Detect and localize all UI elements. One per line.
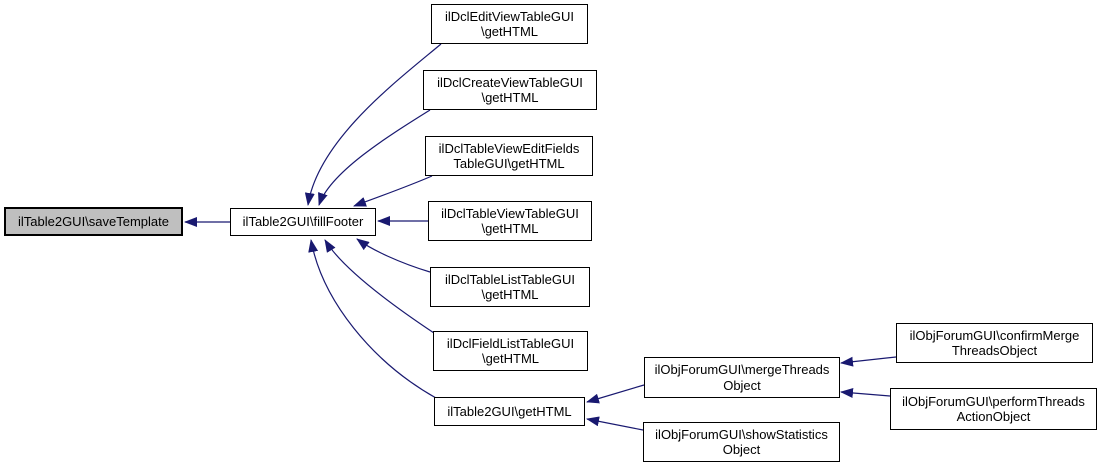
node-label-line2: TableGUI\getHTML [453, 156, 565, 171]
node-label: ilTable2GUI\getHTML [447, 403, 572, 419]
edge-performthreads-to-mergethreads [840, 387, 891, 398]
node-label-line2: ActionObject [956, 409, 1031, 424]
node-dcltablevieweditfieldstablegui-gethtml[interactable]: ilDclTableViewEditFields TableGUI\getHTM… [425, 136, 593, 176]
edge-mergethreads-to-gethtml [586, 384, 645, 404]
node-label-line2: \getHTML [480, 24, 539, 39]
edge-showstatistics-to-gethtml [586, 416, 644, 431]
edge-tablelist-to-fillfooter [356, 238, 431, 273]
node-label-line2: \getHTML [481, 287, 539, 302]
node-dcltableviewtablegui-gethtml[interactable]: ilDclTableViewTableGUI \getHTML [428, 201, 592, 241]
node-objforumgui-mergethreadsobject[interactable]: ilObjForumGUI\mergeThreads Object [644, 357, 840, 398]
node-objforumgui-performthreadsactionobject[interactable]: ilObjForumGUI\performThreads ActionObjec… [890, 388, 1097, 430]
node-dclcreateviewtablegui-gethtml[interactable]: ilDclCreateViewTableGUI \getHTML [423, 70, 597, 110]
node-label-line1: ilDclTableViewTableGUI [441, 205, 579, 221]
node-table2gui-gethtml[interactable]: ilTable2GUI\getHTML [434, 397, 585, 426]
edge-fieldlist-to-fillfooter [324, 239, 435, 334]
node-label-line1: ilDclTableViewEditFields [438, 140, 580, 156]
node-objforumgui-confirmmergethreadsobject[interactable]: ilObjForumGUI\confirmMerge ThreadsObject [896, 323, 1093, 363]
node-dclfieldlisttablegui-gethtml[interactable]: ilDclFieldListTableGUI \getHTML [433, 331, 588, 371]
node-label-line1: ilObjForumGUI\performThreads [902, 393, 1085, 409]
node-label: ilTable2GUI\saveTemplate [17, 213, 170, 229]
node-label-line2: \getHTML [481, 221, 539, 236]
edge-editview-to-fillfooter [304, 43, 442, 206]
node-label-line1: ilObjForumGUI\mergeThreads [654, 362, 830, 377]
node-dcltablelisttablegui-gethtml[interactable]: ilDclTableListTableGUI \getHTML [430, 267, 590, 307]
node-label-line1: ilDclEditViewTableGUI [444, 8, 575, 24]
edge-gethtml-to-fillfooter [308, 239, 437, 399]
node-label-line1: ilObjForumGUI\confirmMerge [909, 327, 1080, 343]
node-label-line2: \getHTML [481, 351, 540, 366]
node-label-line1: ilDclFieldListTableGUI [446, 335, 575, 351]
node-label-line2: Object [722, 442, 761, 457]
node-label-line2: ThreadsObject [951, 343, 1038, 358]
node-savetemplate: ilTable2GUI\saveTemplate [4, 207, 183, 236]
edge-createview-to-fillfooter [318, 109, 431, 206]
node-label-line1: ilObjForumGUI\showStatistics [655, 426, 828, 442]
node-fillfooter[interactable]: ilTable2GUI\fillFooter [230, 208, 376, 236]
node-label-line2: Object [723, 377, 761, 393]
node-label-line1: ilDclTableListTableGUI [444, 271, 576, 287]
node-label: ilTable2GUI\fillFooter [242, 214, 364, 230]
node-dcleditviewtablegui-gethtml[interactable]: ilDclEditViewTableGUI \getHTML [431, 4, 588, 44]
node-label-line2: \getHTML [481, 90, 539, 105]
node-label-line1: ilDclCreateViewTableGUI [437, 74, 583, 90]
edge-confirmmerge-to-mergethreads [840, 356, 897, 367]
node-objforumgui-showstatisticsobject[interactable]: ilObjForumGUI\showStatistics Object [643, 422, 840, 462]
edge-tableviewedit-to-fillfooter [353, 175, 433, 207]
